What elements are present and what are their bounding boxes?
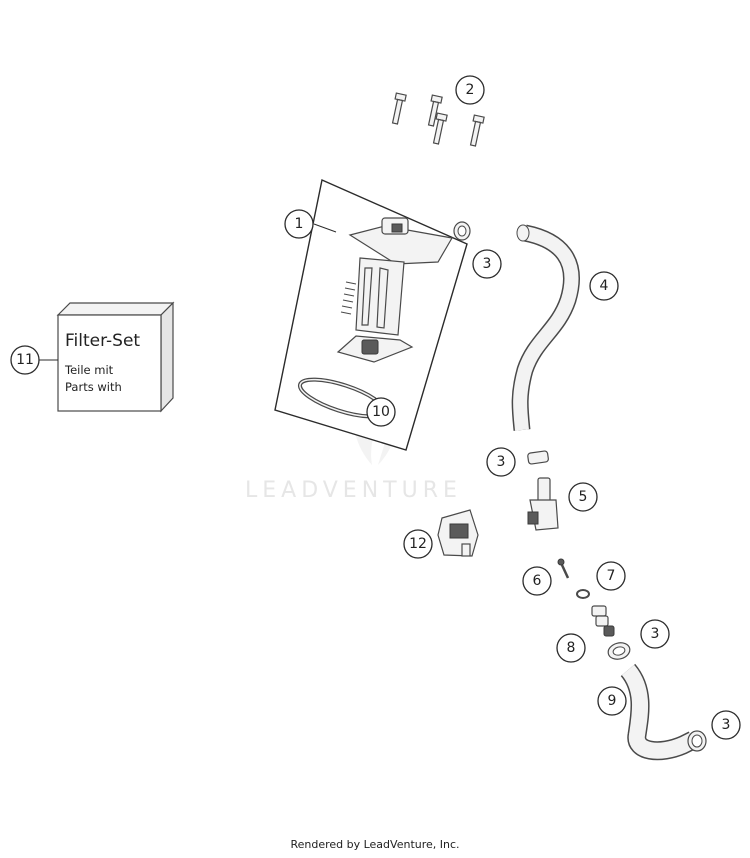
quick-connector xyxy=(527,477,559,531)
svg-text:7: 7 xyxy=(607,568,616,584)
svg-text:12: 12 xyxy=(409,536,427,552)
watermark-text: LEADVENTURE xyxy=(245,478,462,503)
fitting-part xyxy=(591,605,615,637)
svg-text:3: 3 xyxy=(651,626,660,642)
svg-text:1: 1 xyxy=(295,216,304,232)
callout-2: 2 xyxy=(455,75,485,105)
fuel-hose-upper xyxy=(511,224,580,431)
screws-part xyxy=(391,92,485,147)
callout-9: 9 xyxy=(597,686,627,716)
svg-text:4: 4 xyxy=(600,278,609,294)
fuel-hose-lower xyxy=(620,663,698,761)
callout-4: 4 xyxy=(589,271,619,301)
callout-1: 1 xyxy=(284,209,314,239)
callout-3-lower: 3 xyxy=(640,619,670,649)
svg-text:8: 8 xyxy=(567,640,576,656)
callout-3-bottom: 3 xyxy=(711,710,741,740)
svg-text:3: 3 xyxy=(497,454,506,470)
hose-clamp-lower xyxy=(607,642,631,660)
callout-10: 10 xyxy=(366,397,396,427)
svg-text:11: 11 xyxy=(16,352,34,368)
svg-text:6: 6 xyxy=(533,573,542,589)
filter-set-line-1: Teile mit xyxy=(64,363,114,377)
pin-part xyxy=(557,558,570,579)
svg-text:2: 2 xyxy=(466,82,475,98)
filter-set-kit: Filter-Set Teile mit Parts with xyxy=(56,301,175,413)
svg-text:3: 3 xyxy=(722,717,731,733)
callout-11: 11 xyxy=(10,345,40,375)
filter-set-line-2: Parts with xyxy=(65,380,122,394)
valve-part xyxy=(437,509,479,557)
filter-set-title: Filter-Set xyxy=(65,331,140,351)
footer-credit: Rendered by LeadVenture, Inc. xyxy=(290,838,460,851)
callout-8: 8 xyxy=(556,633,586,663)
callout-7: 7 xyxy=(596,561,626,591)
callout-5: 5 xyxy=(568,482,598,512)
callout-3-top: 3 xyxy=(472,249,502,279)
callout-12: 12 xyxy=(403,529,433,559)
svg-text:9: 9 xyxy=(608,693,617,709)
callout-6: 6 xyxy=(522,566,552,596)
hose-sleeve-middle xyxy=(527,450,549,465)
fuel-pump-assembly xyxy=(274,179,468,451)
svg-text:5: 5 xyxy=(579,489,588,505)
o-ring-small xyxy=(576,589,590,599)
hose-clamp-bottom xyxy=(687,730,707,752)
hose-clamp-top xyxy=(453,221,471,241)
svg-text:10: 10 xyxy=(372,404,390,420)
callout-3-middle: 3 xyxy=(486,447,516,477)
svg-text:3: 3 xyxy=(483,256,492,272)
